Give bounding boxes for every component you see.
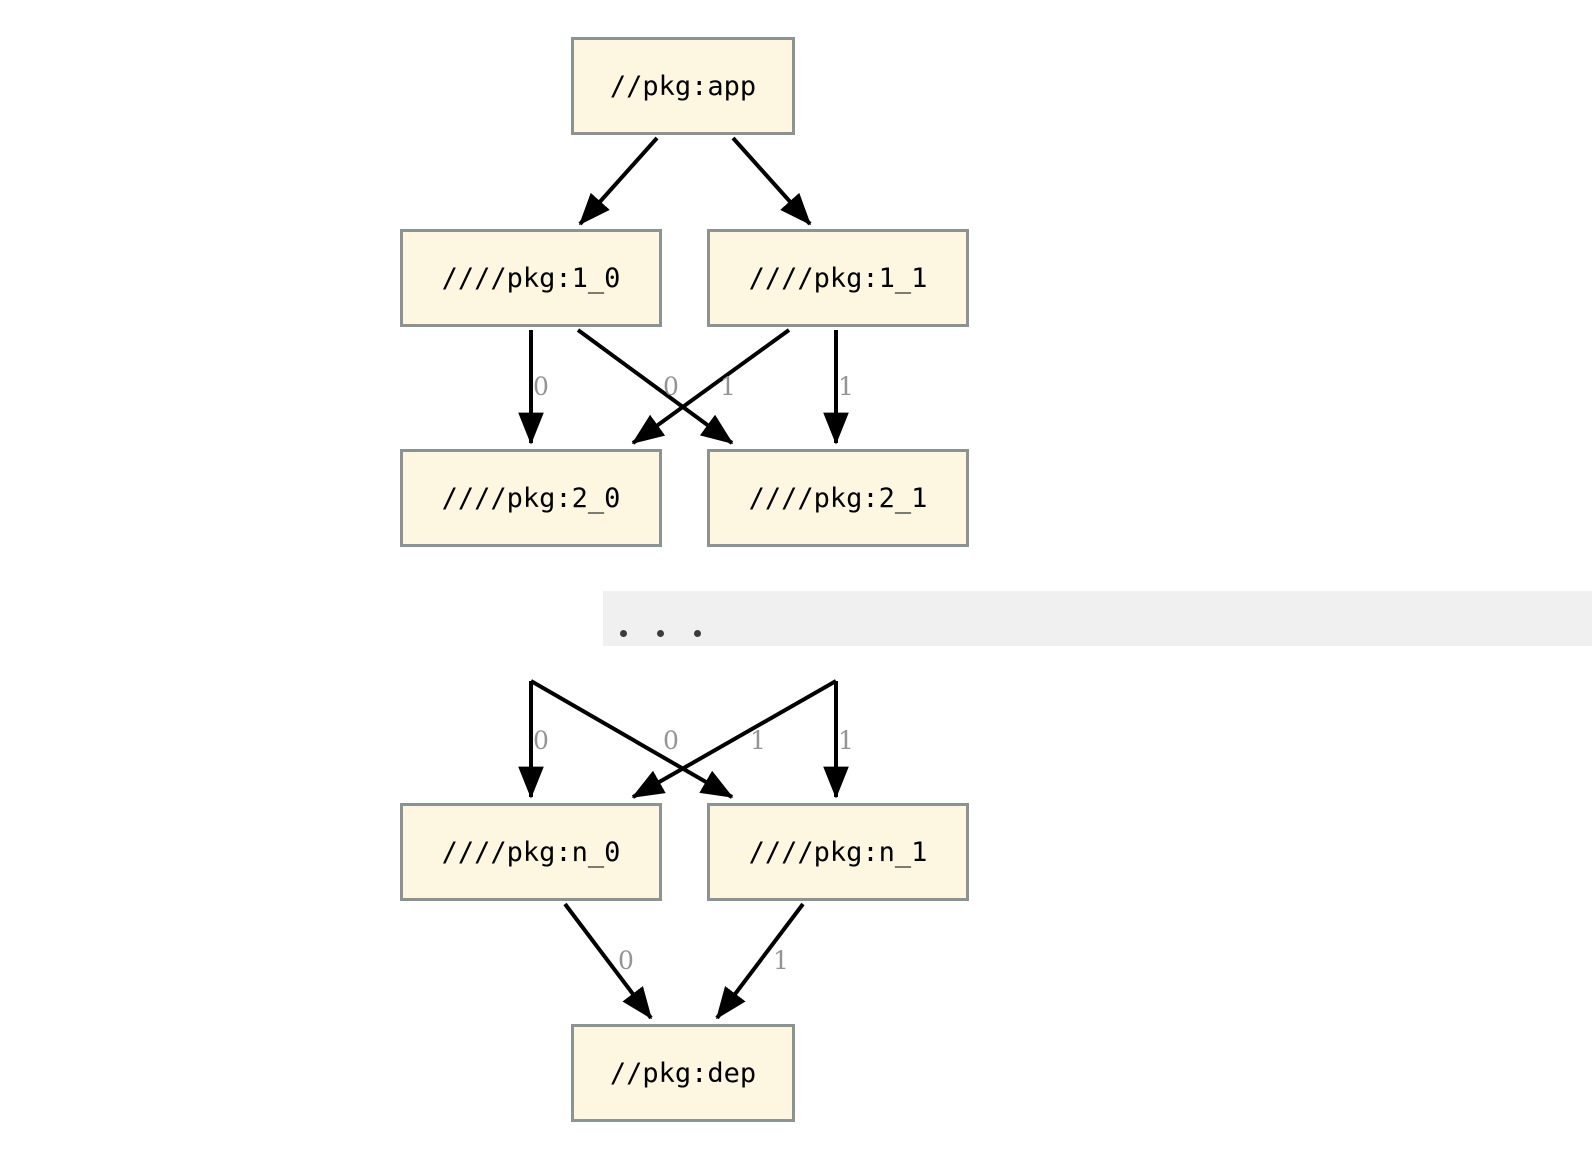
edge-label: 0 — [618, 946, 634, 975]
edge-label: 0 — [533, 372, 549, 401]
graph-node-label: ////pkg:n_1 — [748, 836, 928, 868]
graph-node-label: //pkg:dep — [609, 1057, 757, 1089]
graph-node-label: ////pkg:2_0 — [441, 482, 621, 514]
graph-edge-ln_1-to-dep — [715, 902, 805, 1020]
graph-edge-above-to-ln_0b — [631, 679, 837, 799]
edge-label: 0 — [663, 372, 679, 401]
ellipsis-dots — [620, 629, 701, 637]
edge-label: 1 — [773, 946, 789, 975]
graph-node-l2_0[interactable]: ////pkg:2_0 — [400, 449, 662, 547]
graph-node-label: ////pkg:1_0 — [441, 262, 621, 294]
graph-node-dep[interactable]: //pkg:dep — [571, 1024, 795, 1122]
ellipsis-dot — [657, 629, 664, 637]
ellipsis-separator-band — [603, 591, 1592, 646]
edge-label: 1 — [838, 726, 854, 755]
graph-node-app[interactable]: //pkg:app — [571, 37, 795, 135]
ellipsis-dot — [694, 629, 701, 637]
graph-edge-ln_0-to-dep — [563, 902, 653, 1020]
graph-node-ln_1[interactable]: ////pkg:n_1 — [707, 803, 969, 901]
graph-node-ln_0[interactable]: ////pkg:n_0 — [400, 803, 662, 901]
edge-label: 1 — [720, 372, 736, 401]
edge-lines — [518, 136, 849, 1020]
graph-node-label: ////pkg:2_1 — [748, 482, 928, 514]
graph-node-l2_1[interactable]: ////pkg:2_1 — [707, 449, 969, 547]
graph-node-label: ////pkg:1_1 — [748, 262, 928, 294]
graph-edge-above-to-ln_1 — [530, 679, 734, 799]
graph-node-l1_0[interactable]: ////pkg:1_0 — [400, 229, 662, 327]
edge-label: 0 — [663, 726, 679, 755]
graph-edge-l1_1-to-l2_0 — [631, 328, 791, 445]
ellipsis-dot — [620, 629, 627, 637]
graph-edge-app-to-l1_1 — [731, 136, 812, 226]
edge-label: 0 — [533, 726, 549, 755]
edge-label: 1 — [838, 372, 854, 401]
edge-label: 1 — [750, 726, 766, 755]
graph-node-label: ////pkg:n_0 — [441, 836, 621, 868]
graph-edge-app-to-l1_0 — [578, 136, 659, 226]
graph-edge-l1_0-to-l2_1 — [576, 328, 734, 445]
graph-node-label: //pkg:app — [609, 70, 757, 102]
graph-node-l1_1[interactable]: ////pkg:1_1 — [707, 229, 969, 327]
